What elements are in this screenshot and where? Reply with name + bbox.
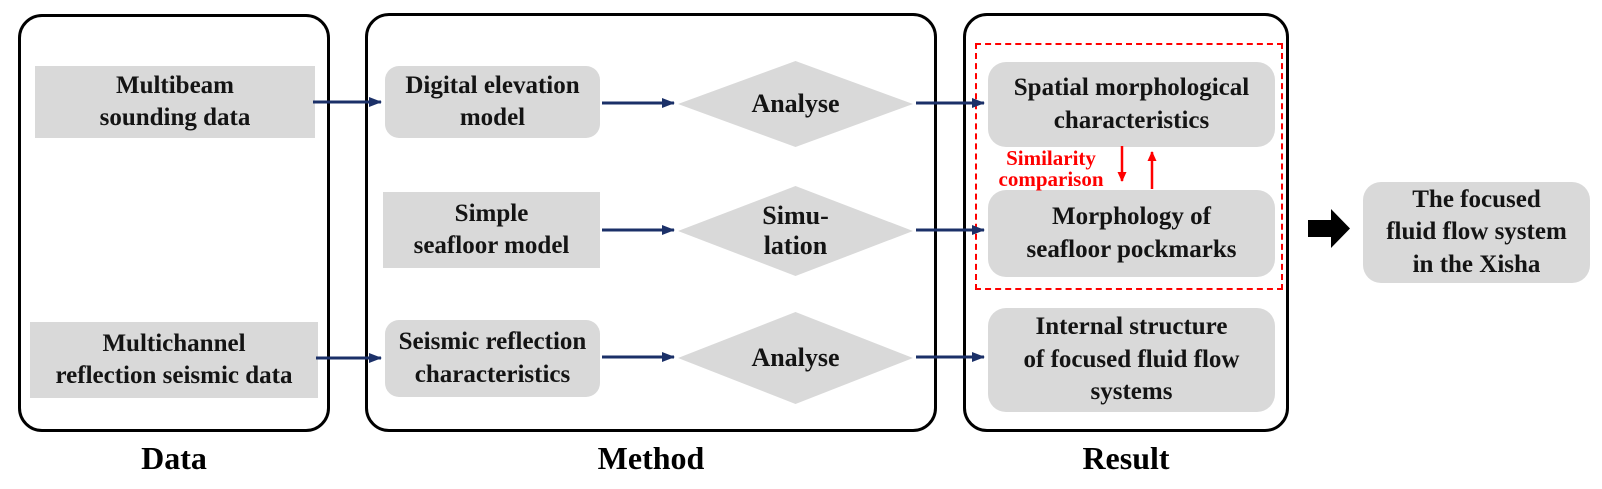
node-multibeam-sounding-data: Multibeam sounding data	[35, 66, 315, 138]
node-spatial-morphological-characteristics: Spatial morphological characteristics	[988, 62, 1275, 147]
node-digital-elevation-model: Digital elevation model	[385, 66, 600, 138]
method-section-label: Method	[597, 440, 705, 476]
node-focused-fluid-flow-system-xisha: The focused fluid flow system in the Xis…	[1363, 182, 1590, 283]
node-morphology-of-seafloor-pockmarks: Morphology of seafloor pockmarks	[988, 190, 1275, 277]
data-section-label: Data	[141, 440, 207, 476]
node-internal-structure-of-focused-fluid-flow-systems: Internal structure of focused fluid flow…	[988, 308, 1275, 412]
node-multichannel-reflection-seismic-data: Multichannel reflection seismic data	[30, 322, 318, 398]
node-seismic-reflection-characteristics: Seismic reflection characteristics	[385, 320, 600, 397]
similarity-comparison-label: Similarity comparison	[998, 146, 1104, 191]
node-simple-seafloor-model: Simple seafloor model	[383, 192, 600, 268]
block-arrow-result-to-output-icon	[1308, 209, 1350, 248]
result-section-label: Result	[1082, 440, 1170, 476]
similarity-dashed-outline	[975, 43, 1283, 290]
